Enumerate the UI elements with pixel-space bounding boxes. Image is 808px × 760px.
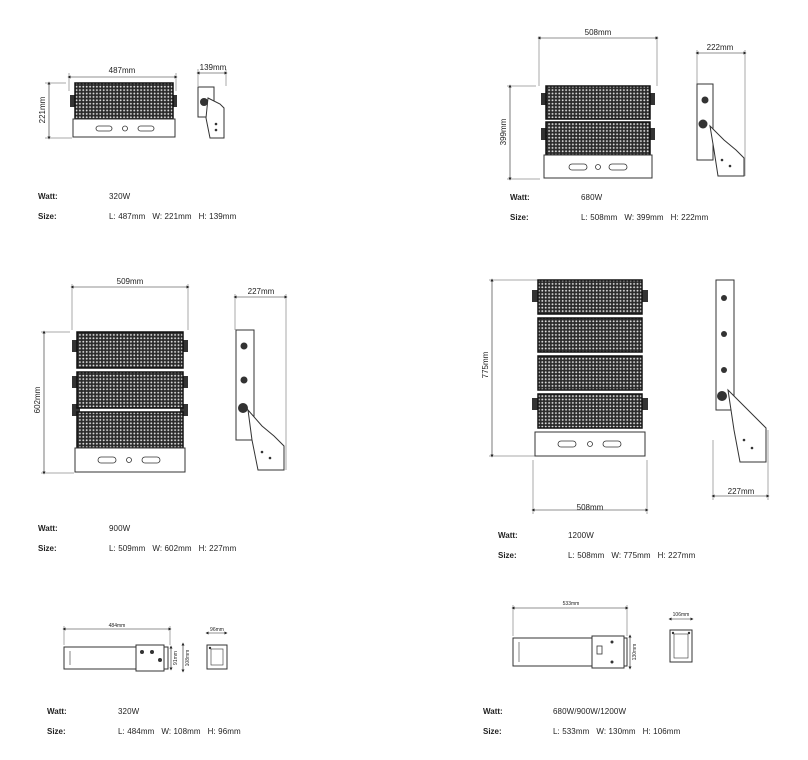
watt-label: Watt: [38,524,58,533]
product-6-length-dim: 533mm [563,601,580,607]
product-2-height-dim: 399mm [499,118,508,145]
product-1-watt: 320W [109,192,131,201]
size-label: Size: [38,544,57,553]
product-3-side-dim: 227mm [248,287,275,296]
product-2-watt: 680W [581,193,603,202]
product-6-watt: 680W/900W/1200W [553,707,627,716]
product-1-size: L: 487mm W: 221mm H: 139mm [109,212,237,221]
watt-label: Watt: [38,192,58,201]
product-4-side-dim: 227mm [728,487,755,496]
product-3-height-dim: 602mm [33,386,42,413]
product-2-side-view [695,50,747,177]
product-2-length-dim: 508mm [585,28,612,37]
product-3-front-view [41,284,190,475]
product-4-size: L: 508mm W: 775mm H: 227mm [568,551,696,560]
product-3-length-dim: 509mm [117,277,144,286]
size-label: Size: [510,213,529,222]
size-label: Size: [498,551,517,560]
product-4-height-dim: 775mm [481,351,490,378]
product-4-side-view [711,279,770,500]
product-5-height-a-dim: 91mm [173,651,179,665]
product-2-size: L: 508mm W: 399mm H: 222mm [581,213,709,222]
product-4-front-view [489,278,649,514]
product-1-side-dim: 139mm [200,63,227,72]
product-1-front-view [45,73,178,140]
product-6-size: L: 533mm W: 130mm H: 106mm [553,727,681,736]
product-4-watt: 1200W [568,531,594,540]
watt-label: Watt: [483,707,503,716]
product-2-front-view [507,36,659,181]
watt-label: Watt: [47,707,67,716]
watt-label: Watt: [510,193,530,202]
product-5-watt: 320W [118,707,140,716]
product-3-side-view [233,294,288,471]
product-1-height-dim: 221mm [38,96,47,123]
product-5-size: L: 484mm W: 108mm H: 96mm [118,727,241,736]
product-5-side-dim: 96mm [210,627,224,633]
product-6-front-view [511,605,632,670]
product-4-length-dim: 508mm [577,503,604,512]
product-2-side-dim: 222mm [707,43,734,52]
size-label: Size: [47,727,66,736]
watt-label: Watt: [498,531,518,540]
product-1-length-dim: 487mm [109,66,136,75]
product-5-length-dim: 484mm [109,623,126,629]
size-label: Size: [38,212,57,221]
size-label: Size: [483,727,502,736]
product-5-height-b-dim: 108mm [185,650,191,667]
product-5-front-view [62,626,185,673]
product-3-size: L: 509mm W: 602mm H: 227mm [109,544,237,553]
product-6-side-dim: 106mm [673,612,690,618]
product-6-side-view [668,617,694,663]
product-5-side-view [205,631,228,670]
product-6-height-dim: 130mm [632,644,638,661]
product-3-watt: 900W [109,524,131,533]
product-1-side-view [196,69,228,139]
